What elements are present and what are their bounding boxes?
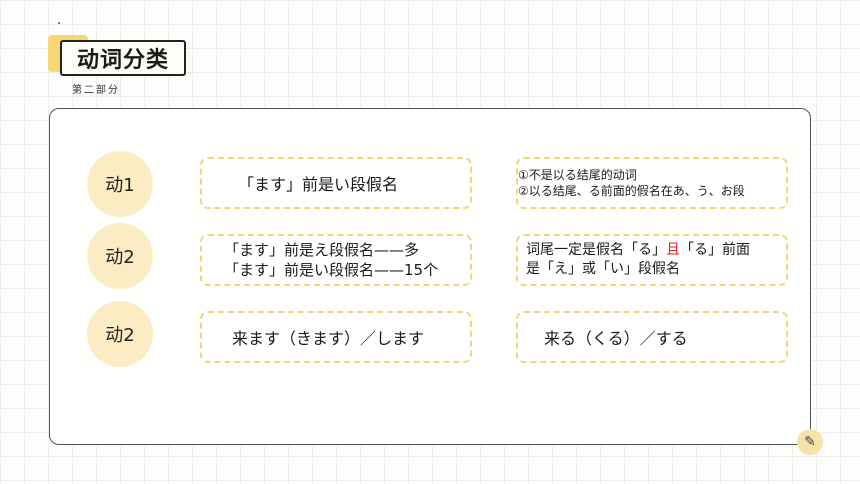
rule-text: 是「え」或「い」段假名	[526, 261, 680, 277]
rule-text-part: 「る」前面	[680, 242, 750, 258]
rule-text: 来る（くる）／する	[544, 329, 688, 348]
highlight-conjunction: 且	[666, 242, 680, 258]
row-rule-box: ①不是以る结尾的动词 ②以る结尾、る前面的假名在あ、う、お段	[516, 157, 788, 209]
rule-text: 词尾一定是假名「る」且「る」前面	[526, 241, 786, 260]
rule-text: ②以る结尾、る前面的假名在あ、う、お段	[518, 184, 745, 198]
row-label-badge: 动2	[87, 223, 153, 289]
row-rule-box: 来る（くる）／する	[516, 311, 788, 363]
row-rule-box: 词尾一定是假名「る」且「る」前面 是「え」或「い」段假名	[516, 234, 788, 286]
row-condition-box: 「ます」前是い段假名	[200, 157, 472, 209]
condition-text: 来ます（きます）／します	[232, 329, 425, 348]
rule-text: ①不是以る结尾的动词	[518, 168, 637, 182]
edit-note-icon[interactable]: ✎	[797, 429, 823, 455]
page-subtitle: 第二部分	[72, 85, 120, 96]
condition-text: 「ます」前是い段假名	[238, 175, 399, 194]
condition-text: 「ます」前是え段假名——多	[224, 241, 420, 259]
rule-text-part: 词尾一定是假名「る」	[526, 242, 666, 258]
row-label-badge: 动2	[87, 301, 153, 367]
row-label-badge: 动1	[87, 151, 153, 217]
row-condition-box: 「ます」前是え段假名——多 「ます」前是い段假名——15个	[200, 234, 472, 286]
page-title: 动词分类	[60, 40, 186, 76]
condition-text: 「ます」前是い段假名——15个	[224, 261, 439, 279]
decorative-dot	[58, 22, 60, 24]
row-condition-box: 来ます（きます）／します	[200, 311, 472, 363]
